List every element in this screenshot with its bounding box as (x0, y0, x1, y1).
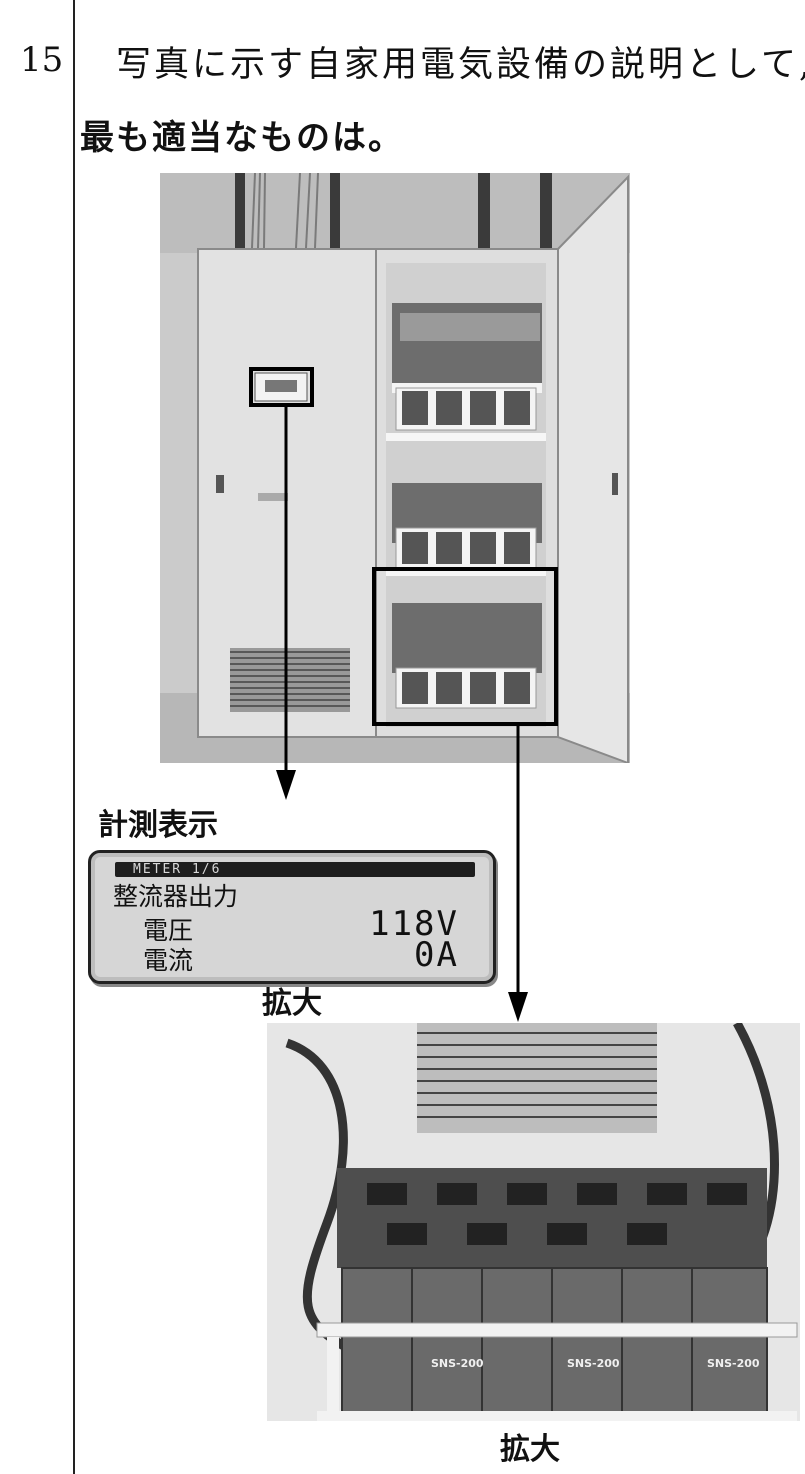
margin-rule (73, 0, 75, 1474)
zoom-caption-1: 拡大 (262, 986, 322, 1021)
question-number: 15 (20, 40, 64, 80)
question-text-line1: 写真に示す自家用電気設備の説明として, (116, 45, 805, 85)
arrow-head-battery (508, 992, 528, 1022)
meter-header: METER 1/6 (115, 862, 475, 877)
arrow-head-meter (276, 770, 296, 800)
battery-illustration (267, 1023, 800, 1421)
battery-label-1: SNS-200 (431, 1357, 484, 1370)
meter-title: 整流器出力 (113, 882, 239, 911)
meter-value-voltage: 118V (369, 904, 459, 944)
cabinet-illustration (160, 173, 630, 763)
battery-zoom-photo: SNS-200 SNS-200 SNS-200 (267, 1023, 800, 1421)
battery-label-3: SNS-200 (707, 1357, 760, 1370)
question-text-line2: 最も適当なものは。 (80, 118, 404, 158)
meter-caption: 計測表示 (98, 808, 218, 843)
meter-display: METER 1/6 整流器出力 電圧 118V 電流 0A (88, 850, 496, 984)
cabinet-photo (160, 173, 630, 763)
meter-label-current: 電流 (143, 946, 194, 975)
zoom-caption-2: 拡大 (500, 1432, 560, 1467)
meter-label-voltage: 電圧 (143, 916, 194, 945)
meter-value-current: 0A (414, 935, 459, 975)
battery-label-2: SNS-200 (567, 1357, 620, 1370)
